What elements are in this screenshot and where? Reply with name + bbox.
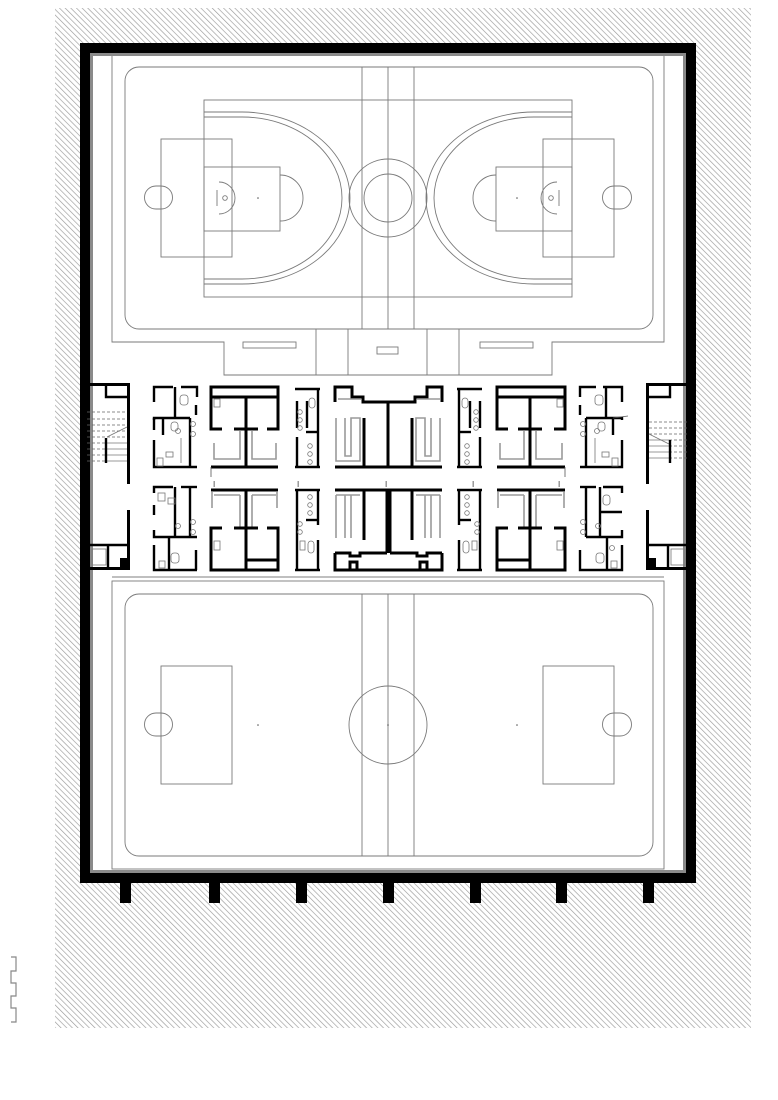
scale-marker [10, 956, 17, 1023]
svg-text:I: I [385, 480, 387, 489]
svg-text:I: I [558, 480, 560, 489]
svg-text:I: I [297, 480, 299, 489]
changing-module-left-top: I [209, 385, 280, 489]
toilet-module-right-top [578, 385, 629, 469]
shower-module-right: I [457, 387, 482, 572]
stair-right [646, 386, 689, 570]
toilet-module-left-bottom [152, 485, 198, 572]
svg-text:I: I [213, 480, 215, 489]
columns [120, 883, 654, 903]
stair-left [87, 386, 130, 570]
changing-module-right-bottom [495, 488, 567, 572]
changing-module-left-bottom [209, 488, 280, 572]
central-changing-rooms: I [333, 385, 444, 572]
top-court [111, 56, 665, 376]
service-block: I [80, 383, 696, 572]
shower-module-left: I [295, 387, 320, 572]
outer-walls [80, 43, 696, 883]
changing-module-right-top: I [495, 385, 567, 489]
bottom-court [111, 576, 665, 870]
toilet-module-right-bottom [578, 485, 624, 572]
svg-text:I: I [472, 480, 474, 489]
toilet-module-left-top [152, 385, 199, 469]
